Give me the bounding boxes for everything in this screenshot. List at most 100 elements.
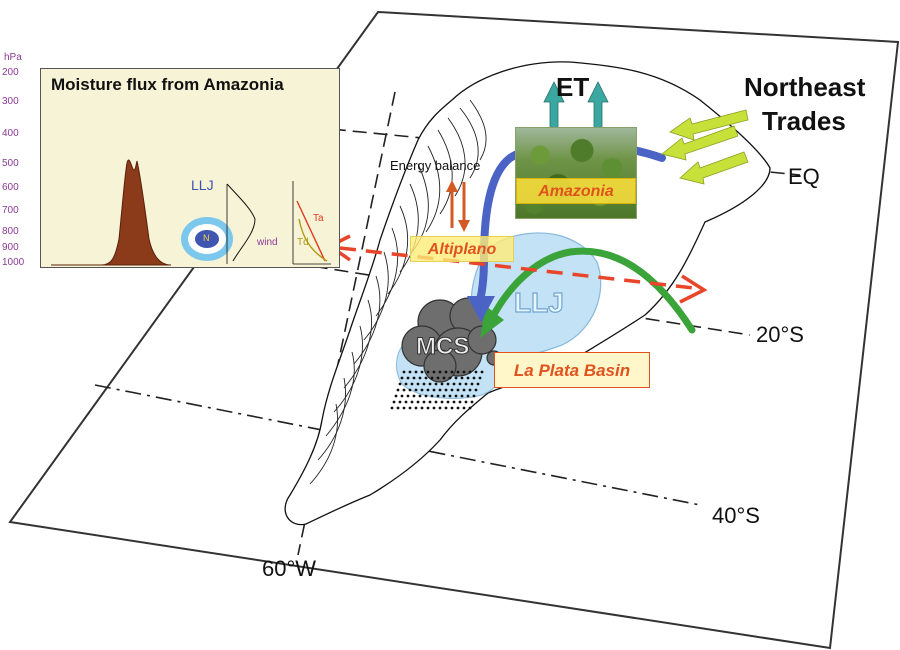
rain-dot — [468, 406, 472, 410]
rain-dot — [432, 388, 436, 392]
rain-dot — [446, 400, 450, 404]
rain-dot — [456, 406, 460, 410]
rain-dot — [396, 406, 400, 410]
rain-dot — [476, 382, 480, 386]
rain-dot — [408, 370, 412, 374]
rain-dot — [448, 376, 452, 380]
inset-ta-label: Ta — [313, 213, 324, 224]
andes-contours — [309, 99, 487, 485]
rain-dot — [474, 370, 478, 374]
rain-dot — [456, 388, 460, 392]
wind-profile — [226, 183, 256, 262]
hpa-level-300: 300 — [2, 96, 19, 107]
rain-dot — [442, 376, 446, 380]
hpa-level-500: 500 — [2, 158, 19, 169]
trades-label-line2: Trades — [762, 106, 846, 136]
rain-dot — [420, 370, 424, 374]
rain-dot — [402, 406, 406, 410]
rain-dot — [406, 376, 410, 380]
rain-dot — [398, 400, 402, 404]
rain-dot — [418, 376, 422, 380]
laplata-basin-label: La Plata Basin — [494, 352, 650, 388]
dashed-red-arrowhead-right — [679, 274, 708, 304]
rain-dot — [430, 394, 434, 398]
rain-dot — [468, 388, 472, 392]
lat20-label: 20°S — [756, 322, 804, 347]
rain-dot — [460, 376, 464, 380]
rain-dot — [440, 382, 444, 386]
dashed-red-arrow — [339, 246, 695, 290]
rain-dot — [432, 370, 436, 374]
rain-dot — [398, 382, 402, 386]
rain-dot — [436, 376, 440, 380]
rain-dot — [472, 376, 476, 380]
lon60-label: 60°W — [262, 556, 316, 581]
energy-arrows — [446, 180, 470, 232]
mcs-cloud — [401, 297, 507, 383]
rain-dot — [420, 388, 424, 392]
rain-dot — [400, 394, 404, 398]
rain-dot — [446, 382, 450, 386]
hpa-level-800: 800 — [2, 226, 19, 237]
rain-dot — [450, 370, 454, 374]
rain-dot — [438, 388, 442, 392]
energy-balance-label: Energy balance — [390, 158, 480, 173]
lat40-label: 40°S — [712, 503, 760, 528]
green-arrowhead — [480, 306, 504, 338]
rain-dot — [452, 382, 456, 386]
rain-dot — [390, 406, 394, 410]
rain-dot — [464, 382, 468, 386]
rain-dot — [428, 382, 432, 386]
rain-dot — [426, 406, 430, 410]
rain-dot — [424, 376, 428, 380]
inset-core-label: N — [203, 233, 210, 243]
rain-dot — [480, 370, 484, 374]
trades-label-line1: Northeast — [744, 72, 866, 102]
rain-dot — [416, 382, 420, 386]
rain-dot — [414, 370, 418, 374]
rain-dot — [426, 388, 430, 392]
rain-dot — [392, 400, 396, 404]
inset-profile-graphic — [51, 159, 331, 266]
rain-dot — [438, 406, 442, 410]
green-arrow — [488, 247, 696, 334]
rain-dot — [396, 388, 400, 392]
altiplano-label-text: Altiplano — [427, 241, 497, 258]
rain-dot — [412, 376, 416, 380]
map-frame — [8, 10, 900, 650]
rain-dot — [414, 388, 418, 392]
rain-dot — [464, 400, 468, 404]
rain-dot — [448, 394, 452, 398]
rain-dots — [390, 370, 484, 410]
rain-dot — [406, 394, 410, 398]
rain-dot — [470, 382, 474, 386]
hpa-level-600: 600 — [2, 182, 19, 193]
rain-dot — [474, 388, 478, 392]
rain-dot — [462, 370, 466, 374]
rain-dot — [426, 370, 430, 374]
rain-dot — [450, 388, 454, 392]
rain-dot — [424, 394, 428, 398]
rain-dot — [402, 388, 406, 392]
rain-dot — [430, 376, 434, 380]
laplata-basin-label-text: La Plata Basin — [513, 361, 631, 380]
mcs-label: MCS — [416, 333, 469, 360]
rain-dot — [432, 406, 436, 410]
trades-arrows — [661, 109, 749, 185]
llj-map-label: LLJ — [514, 287, 564, 318]
rain-dot — [454, 394, 458, 398]
ta-profile — [296, 200, 326, 262]
hpa-level-900: 900 — [2, 242, 19, 253]
inset-wind-label: wind — [257, 237, 278, 248]
rain-dot — [420, 406, 424, 410]
rain-dot — [458, 400, 462, 404]
rain-dot — [434, 400, 438, 404]
lon-60w-line — [297, 91, 396, 556]
rain-dot — [462, 406, 466, 410]
hpa-level-1000: 1000 — [2, 257, 25, 268]
rain-dot — [456, 370, 460, 374]
rain-dot — [416, 400, 420, 404]
rain-dot — [408, 406, 412, 410]
amazonia-label: Amazonia — [516, 178, 636, 204]
